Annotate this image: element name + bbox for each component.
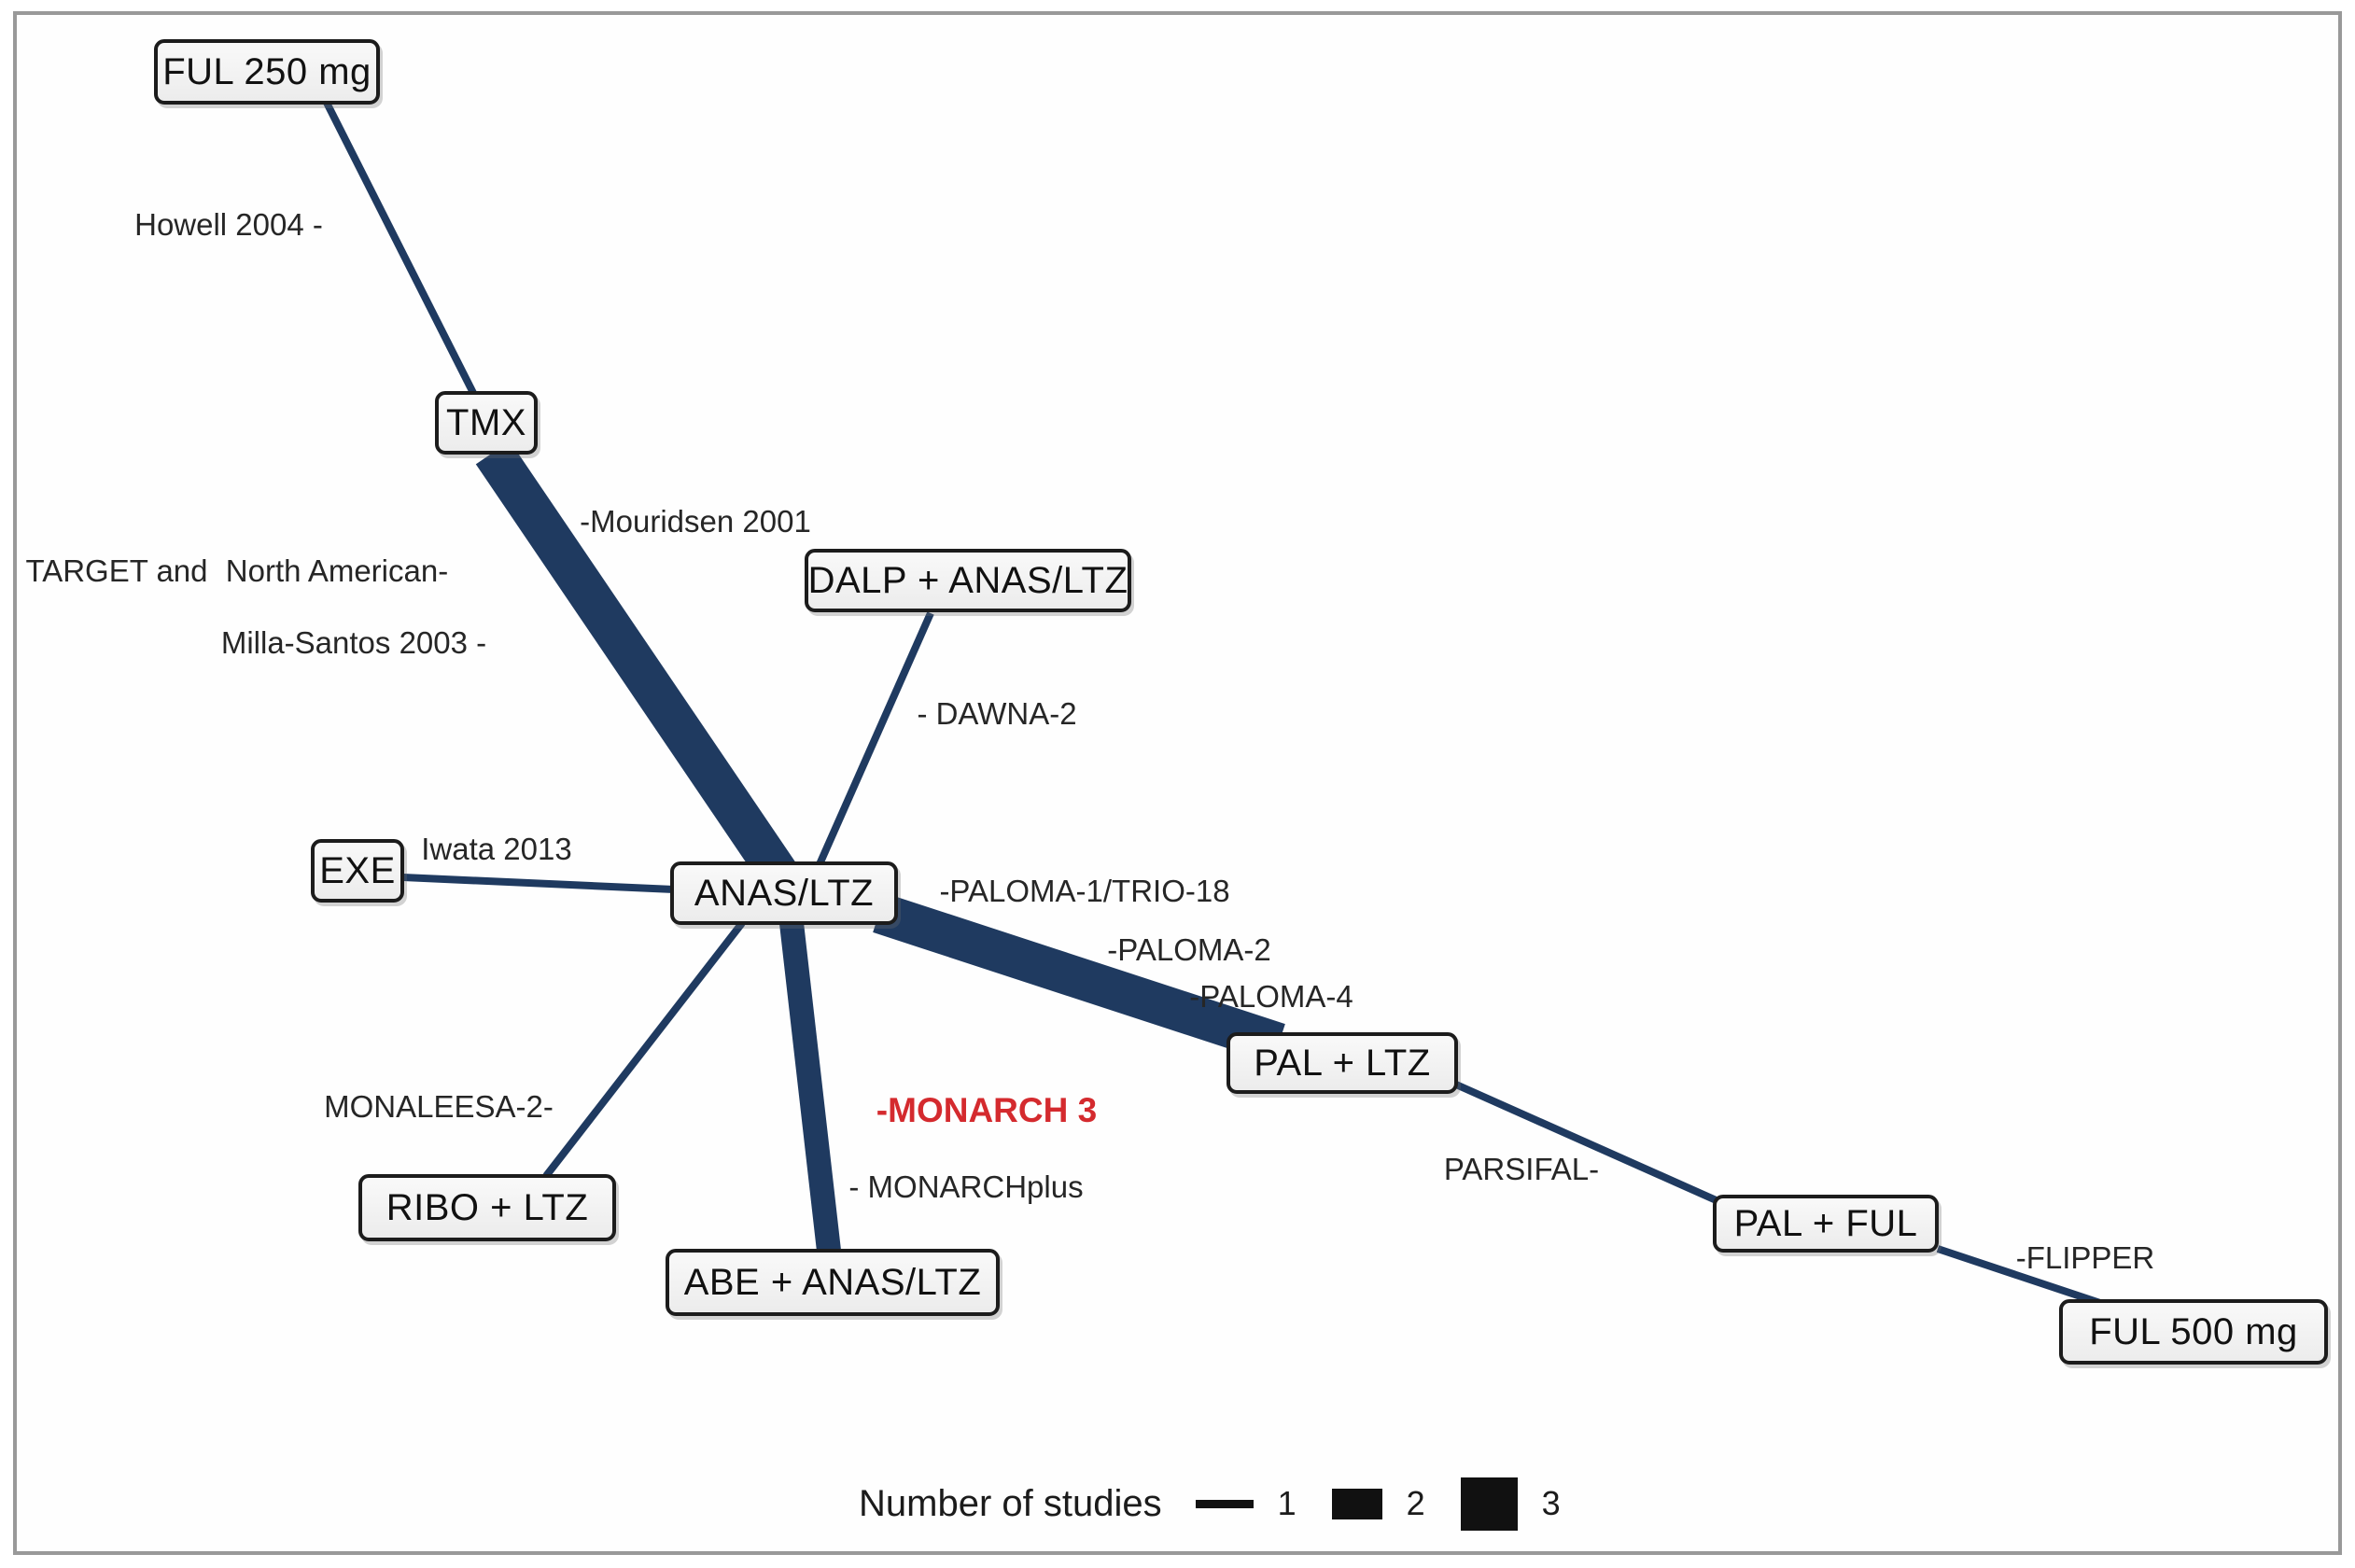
edge-label-north-american: North American- <box>225 553 449 588</box>
legend-count-label: 3 <box>1541 1484 1561 1522</box>
node-ful250: FUL 250 mg <box>154 39 380 105</box>
edge-label-monarch-3: -MONARCH 3 <box>876 1091 1098 1129</box>
legend-swatch-3 <box>1460 1477 1518 1531</box>
edge-label-paloma-2: -PALOMA-2 <box>1107 932 1271 967</box>
node-ful500: FUL 500 mg <box>2059 1299 2328 1365</box>
legend-swatch-1 <box>1195 1499 1254 1508</box>
edge-palful-ful500 <box>1936 1245 2113 1310</box>
edge-ful250-tmx <box>323 101 477 395</box>
node-palltz: PAL + LTZ <box>1227 1032 1458 1094</box>
legend-swatch-2 <box>1331 1488 1382 1519</box>
node-abe: ABE + ANAS/LTZ <box>666 1249 1000 1316</box>
legend: Number of studies 1 2 3 <box>859 1473 1561 1534</box>
edge-anas-ribo <box>542 920 746 1179</box>
edge-label-mouridsen: -Mouridsen 2001 <box>580 504 811 539</box>
edge-label-target: TARGET and <box>25 553 208 588</box>
figure-frame <box>13 11 2342 1555</box>
legend-count-label: 2 <box>1406 1484 1425 1522</box>
edge-exe-anas <box>402 874 675 893</box>
node-exe: EXE <box>311 839 404 903</box>
legend-item-2: 2 <box>1331 1484 1425 1523</box>
edge-label-milla-santos: Milla-Santos 2003 - <box>220 625 487 660</box>
edge-label-howell: Howell 2004 - <box>134 207 323 242</box>
edge-palltz-palful <box>1454 1081 1731 1210</box>
edge-label-parsifal: PARSIFAL- <box>1443 1152 1600 1186</box>
edge-label-paloma-1: -PALOMA-1/TRIO-18 <box>939 874 1230 908</box>
edge-label-flipper: -FLIPPER <box>2015 1240 2155 1275</box>
node-dalp: DALP + ANAS/LTZ <box>805 549 1131 612</box>
node-palful: PAL + FUL <box>1713 1195 1939 1253</box>
edge-label-monaleesa-2: MONALEESA-2- <box>324 1089 554 1124</box>
edge-dalp-anas <box>816 611 934 866</box>
edge-anas-abe <box>779 921 841 1253</box>
legend-title: Number of studies <box>859 1482 1162 1524</box>
edge-label-dawna-2: - DAWNA-2 <box>917 696 1077 731</box>
node-ribo: RIBO + LTZ <box>358 1174 616 1241</box>
edge-label-paloma-4: -PALOMA-4 <box>1189 979 1353 1014</box>
legend-items: 1 2 3 <box>1195 1477 1561 1531</box>
edge-anas-palltz <box>873 893 1285 1063</box>
legend-item-1: 1 <box>1195 1484 1297 1523</box>
node-tmx: TMX <box>435 391 538 455</box>
legend-item-3: 3 <box>1460 1477 1561 1531</box>
edge-label-monarchplus: - MONARCHplus <box>848 1169 1084 1204</box>
legend-count-label: 1 <box>1277 1484 1297 1522</box>
edge-label-iwata: Iwata 2013 <box>421 832 572 866</box>
edge-tmx-anas <box>475 441 800 891</box>
node-anas: ANAS/LTZ <box>670 861 898 925</box>
